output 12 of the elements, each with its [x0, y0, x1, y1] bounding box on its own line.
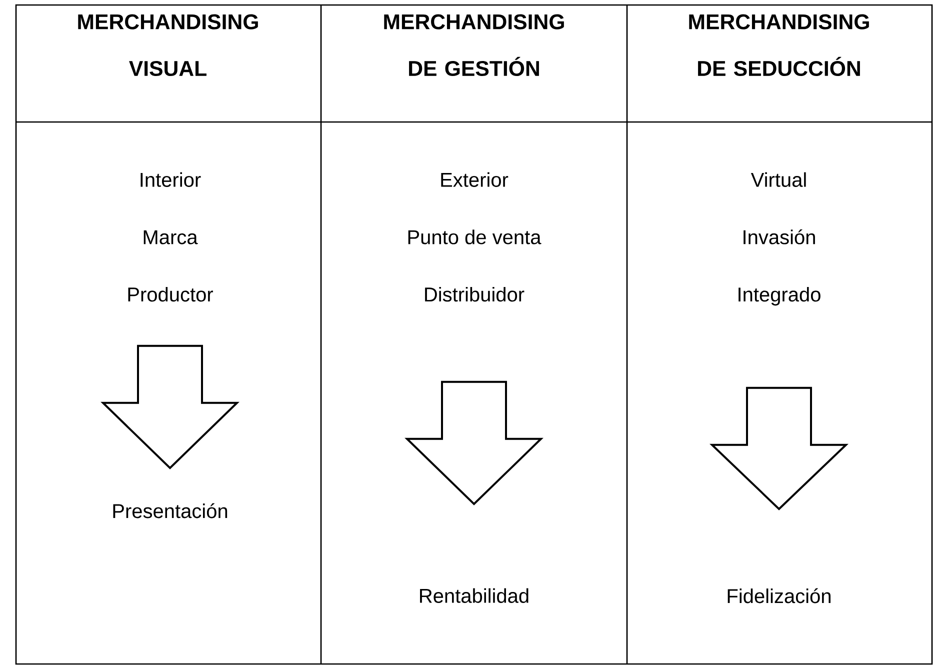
block-arrow: [404, 380, 544, 506]
item-list: Interior Marca Productor: [128, 172, 213, 302]
result-text: Presentación: [113, 503, 228, 518]
column-heading: MERCHANDISING DE GESTIÓN: [384, 14, 564, 76]
item-list: Virtual Invasión Integrado: [738, 172, 820, 306]
block-arrow: [710, 386, 848, 510]
item-list: Exterior Punto de venta Distribuidor: [408, 172, 542, 302]
result-text: Rentabilidad: [420, 588, 528, 603]
column-heading: MERCHANDISING DE SEDUCCIÓN: [689, 14, 869, 76]
result-text: Fidelización: [728, 588, 830, 604]
block-arrow: [100, 344, 240, 470]
column-heading: MERCHANDISING VISUAL: [78, 14, 258, 76]
